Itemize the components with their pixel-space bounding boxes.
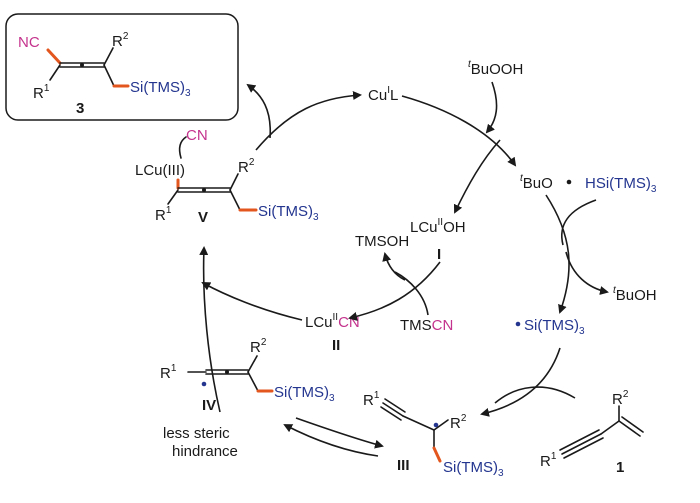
product-number-label: 3 bbox=[76, 100, 84, 117]
product-nc-label: NC bbox=[18, 34, 40, 51]
svg-text:R1: R1 bbox=[155, 205, 172, 224]
silane-label: HSi(TMS)3 bbox=[585, 175, 657, 195]
tbuo-radical-dot bbox=[566, 179, 572, 185]
arrow-tmsoh-out bbox=[382, 252, 406, 281]
svg-text:Si(TMS)3: Si(TMS)3 bbox=[274, 384, 335, 404]
arrow-substrate-in bbox=[494, 386, 576, 404]
tbuo-radical-label: tBuO bbox=[520, 173, 553, 192]
svg-text:Si(TMS)3: Si(TMS)3 bbox=[130, 79, 191, 99]
product-r2: R bbox=[112, 33, 123, 50]
arrow-v-to-cul bbox=[255, 91, 362, 151]
species-iv-label: IV bbox=[202, 397, 216, 414]
species-iii-r2: R bbox=[450, 415, 461, 432]
species-v-r1: R bbox=[155, 207, 166, 224]
species-iv: R1 R2 Si(TMS)3 IV less steric hindrance bbox=[160, 337, 335, 460]
svg-text:R2: R2 bbox=[250, 337, 267, 356]
svg-text:Si(TMS)3: Si(TMS)3 bbox=[443, 459, 504, 479]
arrow-tmscn-in bbox=[394, 271, 429, 316]
species-iii-si: Si(TMS) bbox=[443, 459, 498, 476]
arrow-tbuooh-in bbox=[485, 81, 498, 134]
tbuoh-label: tBuOH bbox=[613, 285, 657, 304]
species-v-cn: CN bbox=[186, 127, 208, 144]
svg-text:Si(TMS)3: Si(TMS)3 bbox=[258, 203, 319, 223]
species-i-label: I bbox=[437, 246, 441, 263]
species-iv-r2: R bbox=[250, 339, 261, 356]
tmscn-label: TMSCN bbox=[400, 317, 453, 334]
arrow-iv-to-v bbox=[199, 246, 221, 413]
substrate-r2: R bbox=[612, 391, 623, 408]
arrow-cucn-to-v bbox=[201, 282, 303, 321]
species-iii: R1 R2 Si(TMS)3 III bbox=[363, 390, 504, 479]
product-3-box: NC R1 R2 Si(TMS)3 3 bbox=[5, 13, 239, 121]
species-iii-r1: R bbox=[363, 392, 374, 409]
arrow-silyl-to-iii bbox=[480, 347, 561, 417]
svg-text:R1: R1 bbox=[33, 83, 50, 102]
species-iii-label: III bbox=[397, 457, 410, 474]
arrow-cul-to-tbuo bbox=[401, 95, 517, 167]
substrate-number-label: 1 bbox=[616, 459, 624, 476]
arrow-iv-to-iii bbox=[295, 417, 384, 449]
species-v-si: Si(TMS) bbox=[258, 203, 313, 220]
substrate-1: R1 R2 1 bbox=[540, 389, 644, 476]
substrate-r1: R bbox=[540, 453, 551, 470]
svg-text:R1: R1 bbox=[160, 363, 177, 382]
svg-text:R1: R1 bbox=[363, 390, 380, 409]
catalyst-cul: CuIL bbox=[368, 85, 398, 104]
arrow-tbuo-to-silyl bbox=[545, 194, 570, 314]
tmsoh-label: TMSOH bbox=[355, 233, 409, 250]
cu-hydroxide-label: LCuIIOH bbox=[410, 217, 466, 236]
species-v-r2: R bbox=[238, 159, 249, 176]
svg-text:R1: R1 bbox=[540, 451, 557, 470]
species-ii-label: II bbox=[332, 337, 340, 354]
product-si-group: Si(TMS) bbox=[130, 79, 185, 96]
species-v-label: V bbox=[198, 209, 208, 226]
silyl-radical-dot bbox=[515, 321, 521, 327]
arrow-cuoh-to-cucn bbox=[348, 261, 441, 321]
tbuooh-label: tBuOOH bbox=[468, 59, 523, 78]
species-v: CN LCu(III) R1 R2 Si(TMS)3 V bbox=[135, 127, 319, 226]
arrow-product-release bbox=[246, 83, 272, 139]
arrow-tbuoh-out bbox=[565, 251, 609, 295]
steric-note-line2: hindrance bbox=[172, 443, 238, 460]
cycle-arrows bbox=[199, 81, 609, 457]
arrow-silane-in bbox=[561, 199, 597, 246]
svg-text:R2: R2 bbox=[450, 413, 467, 432]
species-iv-r1: R bbox=[160, 365, 171, 382]
silyl-radical-label: Si(TMS)3 bbox=[524, 317, 585, 337]
arrow-iii-to-iv bbox=[283, 424, 379, 457]
arrow-to-cuoh bbox=[453, 139, 501, 214]
svg-text:R2: R2 bbox=[112, 31, 129, 50]
svg-text:R2: R2 bbox=[612, 389, 629, 408]
cu-cyanide-label: LCuIICN bbox=[305, 312, 360, 331]
steric-note-line1: less steric bbox=[163, 425, 230, 442]
svg-text:R2: R2 bbox=[238, 157, 255, 176]
species-iv-si: Si(TMS) bbox=[274, 384, 329, 401]
product-r1: R bbox=[33, 85, 44, 102]
species-v-lcu: LCu(III) bbox=[135, 162, 185, 179]
